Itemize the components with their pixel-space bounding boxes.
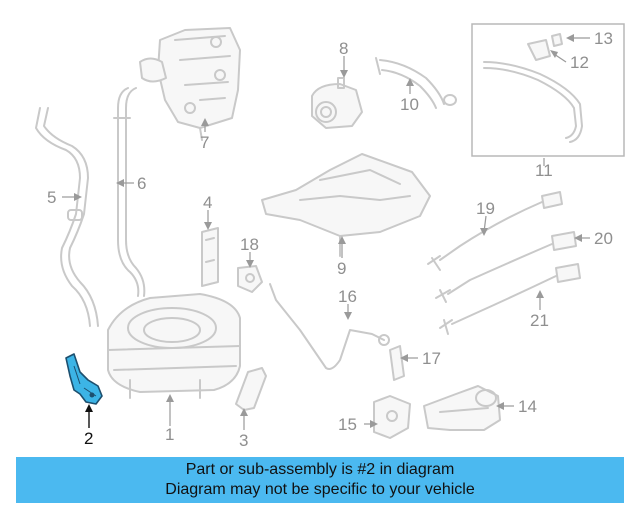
part-16-pipe xyxy=(269,283,390,370)
part-20-sensor xyxy=(435,231,577,303)
callout-7: 7 xyxy=(200,133,209,152)
callout-21: 21 xyxy=(530,311,549,330)
part-10-hose xyxy=(375,57,457,109)
banner-line-1: Part or sub-assembly is #2 in diagram xyxy=(185,461,455,478)
callout-labels: 1 2 3 4 5 6 7 8 9 10 11 12 13 14 15 16 1… xyxy=(47,29,613,450)
callout-15: 15 xyxy=(338,415,357,434)
callout-17: 17 xyxy=(422,349,441,368)
part-5-hose xyxy=(35,107,99,327)
callout-18: 18 xyxy=(240,235,259,254)
callout-2: 2 xyxy=(84,429,93,448)
banner-line-2: Diagram may not be specific to your vehi… xyxy=(165,481,475,498)
callout-9: 9 xyxy=(337,259,346,278)
callout-4: 4 xyxy=(203,193,212,212)
part-19-sensor xyxy=(427,191,563,271)
callout-8: 8 xyxy=(339,39,348,58)
callout-11: 11 xyxy=(535,161,553,180)
callout-10: 10 xyxy=(400,95,419,114)
callout-16: 16 xyxy=(338,287,357,306)
callout-20: 20 xyxy=(594,229,613,248)
callout-1: 1 xyxy=(165,425,174,444)
part-17-bracket xyxy=(389,345,405,381)
part-18-grommet xyxy=(237,265,263,293)
part-21-sensor xyxy=(439,263,581,335)
part-8-pump xyxy=(311,77,363,129)
callout-3: 3 xyxy=(239,431,248,450)
info-banner: Part or sub-assembly is #2 in diagram Di… xyxy=(16,457,624,503)
part-3-bracket xyxy=(235,367,267,411)
part-2-bracket-highlighted xyxy=(65,353,103,405)
callout-5: 5 xyxy=(47,188,56,207)
part-1-housing xyxy=(107,293,241,399)
part-14-pump-body xyxy=(423,385,501,431)
part-6-hose xyxy=(113,87,146,297)
part-9-heat-shield xyxy=(261,153,431,257)
parts-diagram: 1 2 3 4 5 6 7 8 9 10 11 12 13 14 15 16 1… xyxy=(35,23,625,450)
callout-13: 13 xyxy=(594,29,613,48)
part-4-bracket xyxy=(201,227,219,287)
part-15-plate xyxy=(373,395,411,439)
callout-12: 12 xyxy=(570,53,589,72)
callout-6: 6 xyxy=(137,174,146,193)
callout-14: 14 xyxy=(518,397,537,416)
callout-19: 19 xyxy=(476,199,495,218)
leader-lines xyxy=(62,34,590,430)
part-7-valve-assembly xyxy=(139,27,241,141)
part-11-box xyxy=(471,23,625,157)
